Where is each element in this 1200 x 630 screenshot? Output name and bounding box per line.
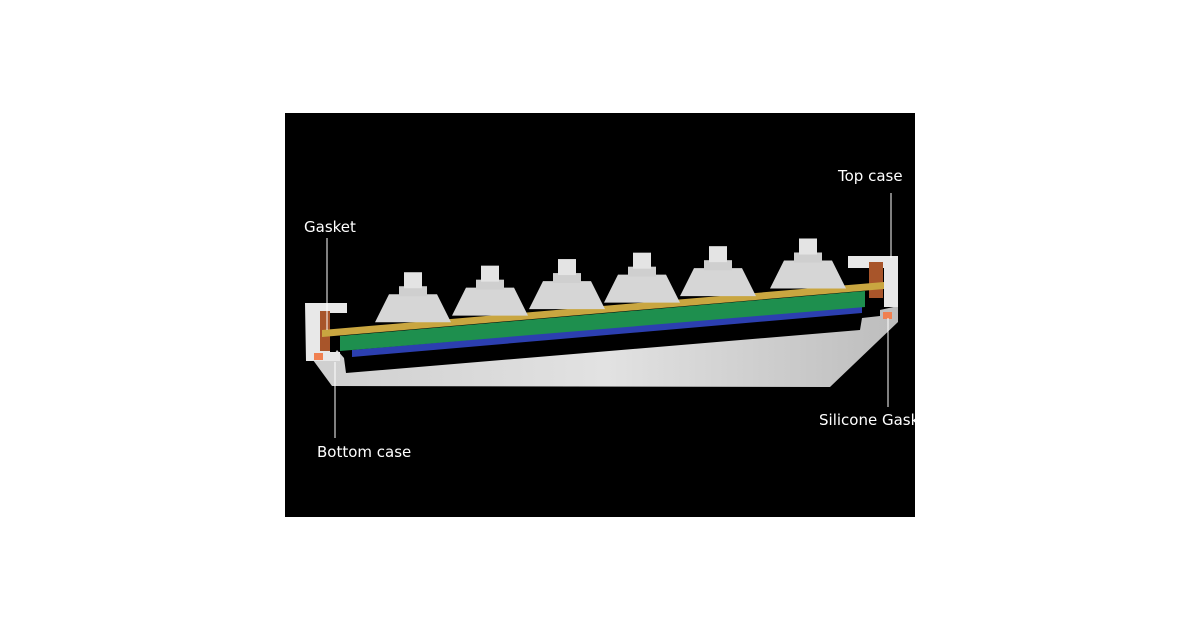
key-switch [375, 272, 451, 323]
key-switch [680, 246, 756, 297]
key-switch [452, 265, 528, 316]
silicone-gasket-label: Silicone Gasket [819, 411, 934, 429]
bottom-case-label: Bottom case [317, 443, 412, 461]
gasket-right [869, 262, 883, 298]
key-switch [529, 259, 605, 310]
gasket-label: Gasket [304, 218, 356, 236]
foam-layer [352, 306, 862, 357]
bottom-case [313, 306, 898, 387]
top-case-label: Top case [838, 167, 903, 185]
top-case-right [848, 256, 898, 307]
key-switch [770, 238, 846, 289]
silicone-gasket-left [314, 353, 323, 360]
pcb-layer [340, 291, 865, 351]
silicone-gasket-right [883, 312, 892, 319]
key-switch [604, 252, 680, 303]
